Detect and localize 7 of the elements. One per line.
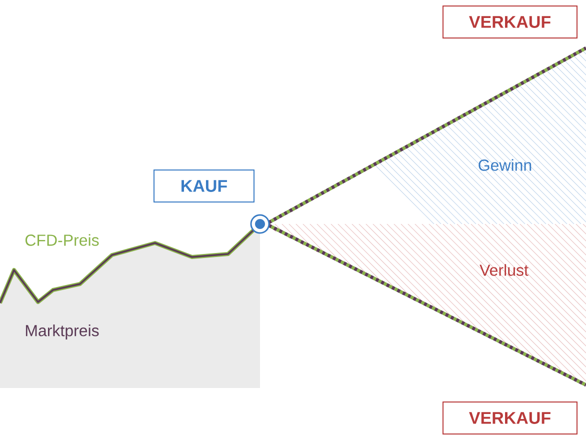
chart-label: Marktpreis (26, 324, 99, 340)
chart-label: Gewinn (478, 159, 532, 171)
chart-label: CFD-Preis (25, 234, 99, 246)
label-box: VERKAUF (442, 402, 578, 434)
chart-label: Verlust (480, 264, 528, 276)
label-box: KAUF (154, 170, 254, 202)
label-box: VERKAUF (442, 6, 578, 38)
